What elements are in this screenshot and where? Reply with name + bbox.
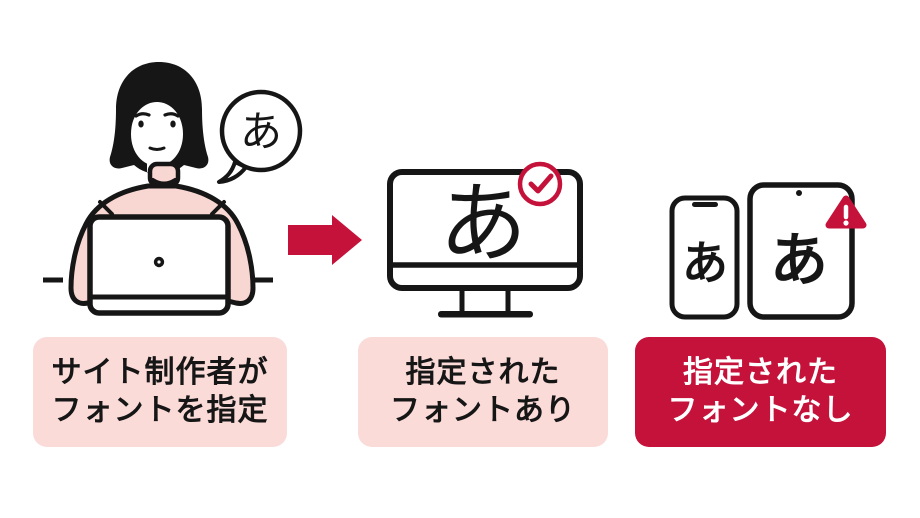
phone-glyph: あ bbox=[682, 237, 728, 289]
tablet: あ bbox=[747, 182, 855, 320]
caption-specified-font-available: 指定された フォントあり bbox=[358, 337, 608, 447]
tablet-body bbox=[747, 182, 855, 320]
speech-bubble: あ bbox=[217, 89, 303, 184]
collar-fold bbox=[151, 178, 177, 186]
speech-bubble-circle bbox=[219, 89, 303, 173]
caption-line: サイト制作者が bbox=[51, 356, 269, 389]
phone-notch bbox=[692, 202, 718, 207]
check-badge-icon bbox=[517, 161, 563, 207]
smartphone: あ bbox=[669, 195, 740, 320]
desktop-monitor-illustration: あ bbox=[387, 161, 583, 318]
caption-specified-font-missing: 指定された フォントなし bbox=[635, 337, 886, 447]
check-mark bbox=[528, 173, 554, 194]
phone-and-tablet-illustration: あ あ bbox=[669, 182, 867, 320]
caption-line: フォントなし bbox=[667, 394, 854, 427]
laptop bbox=[87, 214, 231, 316]
phone-body bbox=[669, 195, 740, 320]
mouth bbox=[148, 146, 166, 151]
caption-line: フォントあり bbox=[390, 394, 576, 427]
right-eyebrow bbox=[163, 112, 180, 118]
face bbox=[134, 112, 180, 151]
monitor-base bbox=[438, 311, 533, 318]
arrow-shape bbox=[288, 215, 362, 265]
person-at-laptop-illustration: あ bbox=[43, 62, 303, 316]
warning-exclamation-dot bbox=[843, 220, 849, 226]
check-badge-circle bbox=[517, 161, 563, 207]
laptop-logo-dot-center bbox=[157, 260, 161, 264]
arrow-right-icon bbox=[288, 215, 362, 265]
speech-bubble-glyph: あ bbox=[240, 107, 282, 156]
right-sleeve-line bbox=[210, 200, 226, 216]
caption-site-creator-specifies-font: サイト制作者が フォントを指定 bbox=[33, 337, 287, 447]
warning-triangle-icon bbox=[825, 195, 867, 229]
caption-line: 指定された bbox=[683, 356, 838, 389]
left-eye bbox=[138, 120, 144, 128]
caption-line: フォントを指定 bbox=[51, 394, 269, 427]
left-sleeve-line bbox=[98, 200, 114, 216]
hair bbox=[109, 62, 209, 174]
monitor-screen-glyph: あ bbox=[439, 172, 527, 275]
caption-line: 指定された bbox=[405, 356, 561, 389]
speech-bubble-tail bbox=[217, 160, 248, 184]
tablet-glyph: あ bbox=[770, 228, 828, 293]
tablet-camera-dot bbox=[796, 190, 802, 196]
left-eyebrow bbox=[134, 112, 151, 118]
right-eye bbox=[170, 120, 176, 128]
